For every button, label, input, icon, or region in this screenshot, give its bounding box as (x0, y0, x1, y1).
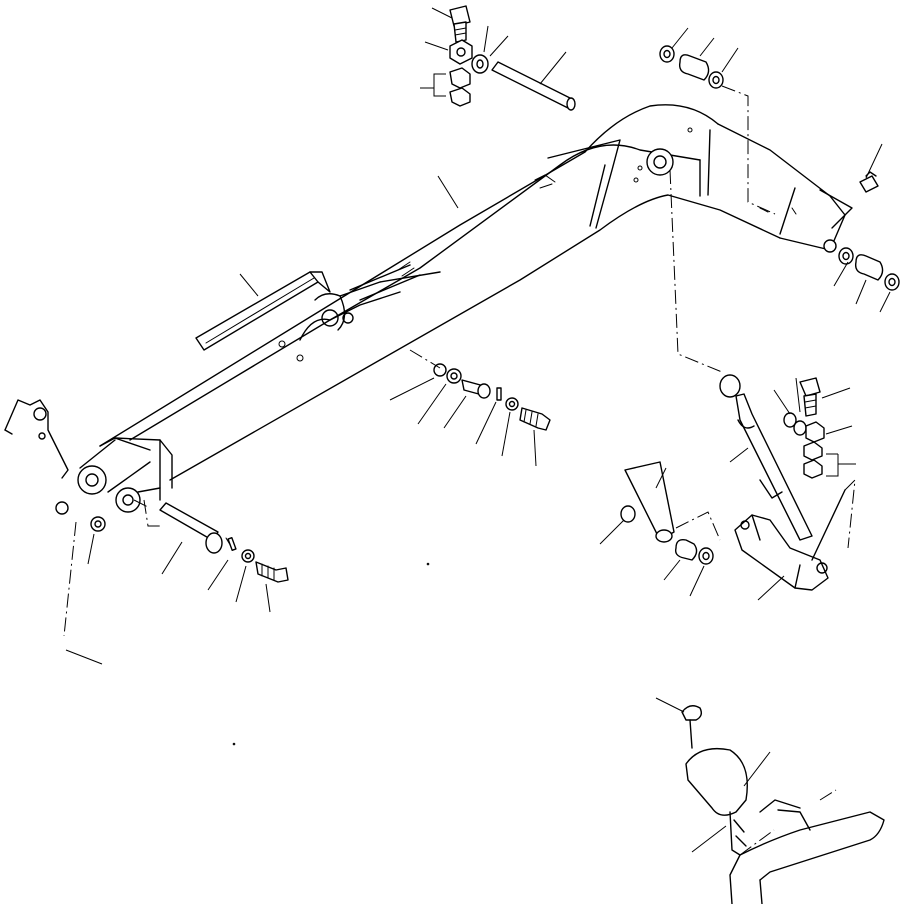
nut-icon (803, 441, 823, 461)
bushing-icon (854, 254, 884, 281)
washer-icon (433, 363, 447, 377)
bolt-icon (255, 561, 289, 583)
washer-icon (659, 45, 675, 63)
plate-icon (624, 461, 675, 541)
boom-cylinder-right (719, 374, 846, 591)
washer-icon (620, 505, 636, 523)
cylinder-mount-set (783, 377, 825, 479)
bushing-icon (678, 54, 710, 81)
boom-arm (77, 104, 853, 513)
washer-icon (90, 516, 106, 532)
pin-icon (491, 61, 575, 109)
washer-icon (505, 397, 519, 411)
bolt-icon (799, 377, 821, 397)
nut-icon (449, 67, 471, 89)
washer-icon (55, 501, 69, 515)
pin-icon (159, 502, 219, 541)
washer-icon (241, 549, 255, 563)
leader-lines (65, 7, 891, 853)
washer-icon (708, 71, 724, 89)
washer-icon (471, 54, 489, 74)
assembly-centerlines (63, 85, 856, 856)
nut-icon (449, 39, 473, 65)
middle-pin-set (433, 363, 551, 431)
washer-icon (793, 420, 807, 436)
washer-icon (698, 547, 714, 565)
clamp-icon (681, 705, 703, 721)
tip-pin-set (55, 501, 289, 583)
grease-fitting-icon (859, 171, 879, 193)
clamp-detail (681, 705, 885, 904)
washer-icon (446, 368, 462, 384)
nut-icon (803, 459, 823, 479)
bolt-icon (519, 407, 551, 431)
washer-icon (838, 247, 854, 265)
washer-icon (783, 412, 797, 428)
nut-icon (449, 87, 471, 107)
bracket-icon (4, 399, 69, 479)
foot-pin-set (620, 461, 714, 565)
hydraulic-cylinder-icon (195, 271, 331, 351)
nut-icon (805, 421, 825, 443)
washer-icon (884, 273, 900, 291)
foot-bushing-set (659, 45, 900, 291)
top-bolt-set (449, 5, 576, 111)
bushing-icon (674, 538, 698, 561)
bolt-icon (449, 5, 471, 27)
